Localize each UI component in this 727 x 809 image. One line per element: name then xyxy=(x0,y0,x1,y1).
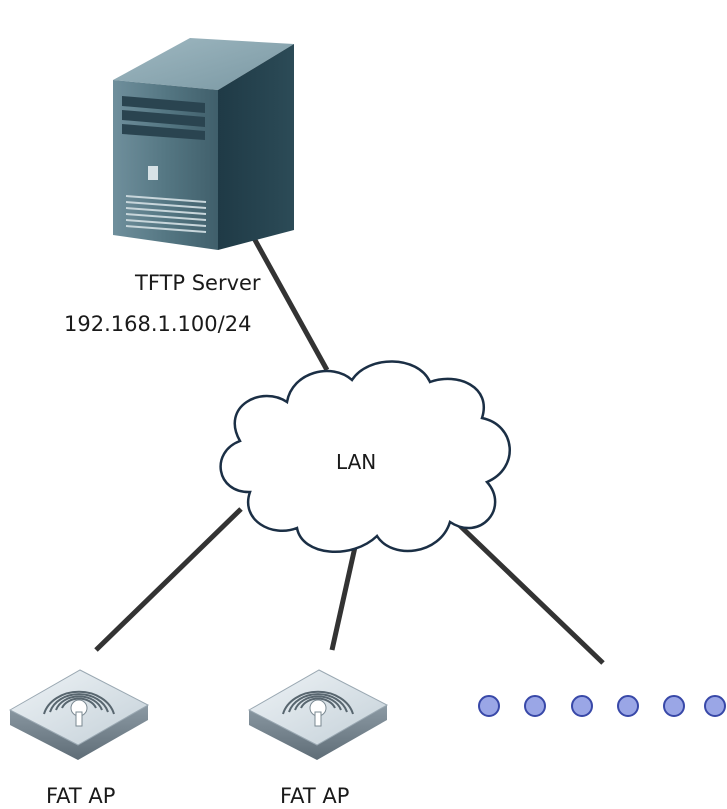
device-dot xyxy=(478,695,500,717)
server-side-face xyxy=(218,44,294,250)
device-dot xyxy=(704,695,726,717)
link-server-lan xyxy=(247,229,330,372)
lan-cloud-outline xyxy=(219,360,511,553)
lan-label: LAN xyxy=(336,450,377,474)
device-dot xyxy=(663,695,685,717)
device-dot xyxy=(617,695,639,717)
cloud-icon xyxy=(219,360,511,553)
ap-label: FAT AP xyxy=(46,784,116,808)
server-top-face xyxy=(113,38,294,90)
link-lan-ap1 xyxy=(94,507,243,652)
wireless-ap-icon xyxy=(247,669,389,760)
network-links xyxy=(94,229,605,665)
server-name-label: TFTP Server xyxy=(135,271,261,295)
tower-server-icon xyxy=(113,38,294,250)
wireless-ap-icon xyxy=(8,669,150,760)
link-lan-ap2 xyxy=(329,537,360,651)
device-dot xyxy=(571,695,593,717)
ellipsis-dots-icon xyxy=(478,695,726,717)
device-dot xyxy=(524,695,546,717)
link-lan-more xyxy=(453,519,605,665)
ap-label: FAT AP xyxy=(280,784,350,808)
server-ip-label: 192.168.1.100/24 xyxy=(64,312,252,336)
